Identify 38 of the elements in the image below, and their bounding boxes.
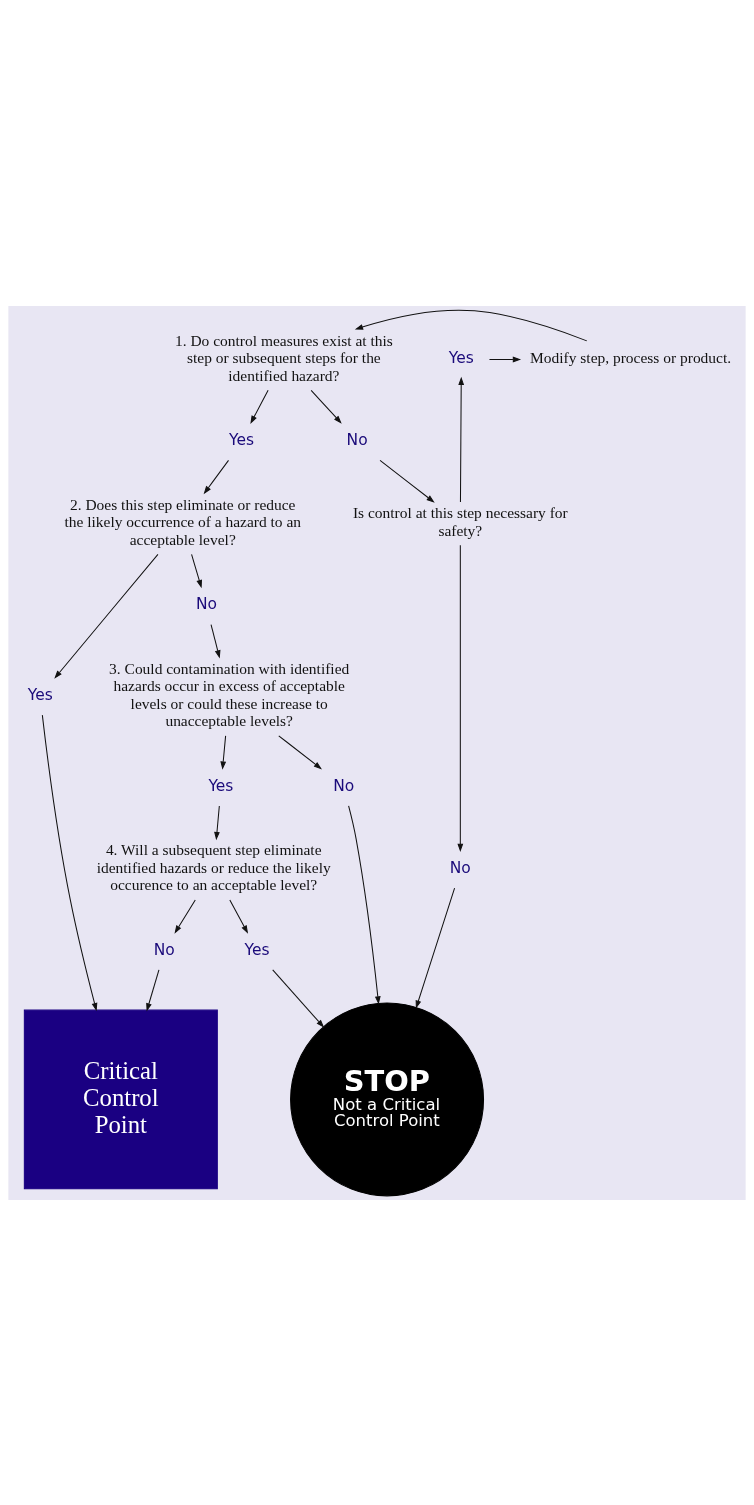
arrow [214, 805, 220, 840]
arrow [354, 309, 588, 341]
node-text: Modify step, process or product. [530, 348, 732, 366]
arrow [278, 734, 322, 769]
arrow [250, 389, 269, 424]
arrow [41, 714, 98, 1011]
node-text: No [333, 776, 355, 795]
arrow [191, 553, 202, 588]
arrow [415, 887, 456, 1009]
arrow [229, 899, 249, 934]
node-text: No [346, 430, 368, 449]
node-text: 2. Does this step eliminate or reduce the likely occurrence of a hazard to an acceptable level? [64, 495, 302, 548]
node-text: 1. Do control measures exist at this step or subsequent steps for the identified hazard? [174, 331, 393, 384]
arrow [220, 734, 227, 770]
arrow [174, 899, 196, 934]
node-text: Yes [27, 685, 53, 704]
arrow [457, 544, 464, 852]
node-text: No [195, 594, 217, 613]
node-text: Is control at this step necessary for safety? [352, 503, 568, 539]
node-text: Yes [208, 776, 234, 795]
arrow [348, 804, 381, 1005]
node-text: Yes [448, 348, 474, 367]
arrow [210, 623, 221, 658]
arrow [379, 459, 435, 503]
node-box: Critical Control Point [23, 1009, 218, 1189]
node-text: Yes [229, 430, 255, 449]
arrow [146, 968, 160, 1011]
arrow [488, 356, 522, 362]
node-text: 3. Could contamination with identified hazards occur in excess of acceptable levels or could these increase to unacceptable levels? [109, 659, 350, 729]
arrow [54, 553, 159, 679]
arrow [310, 389, 342, 424]
arrow [272, 968, 325, 1028]
arrow [203, 459, 230, 494]
node-text: No [153, 940, 175, 959]
arrow [458, 376, 465, 502]
node-text: Yes [244, 940, 270, 959]
node-text: 4. Will a subsequent step eliminate identified hazards or reduce the likely occurence to an acceptable level? [96, 840, 331, 893]
node-text: No [449, 858, 471, 877]
